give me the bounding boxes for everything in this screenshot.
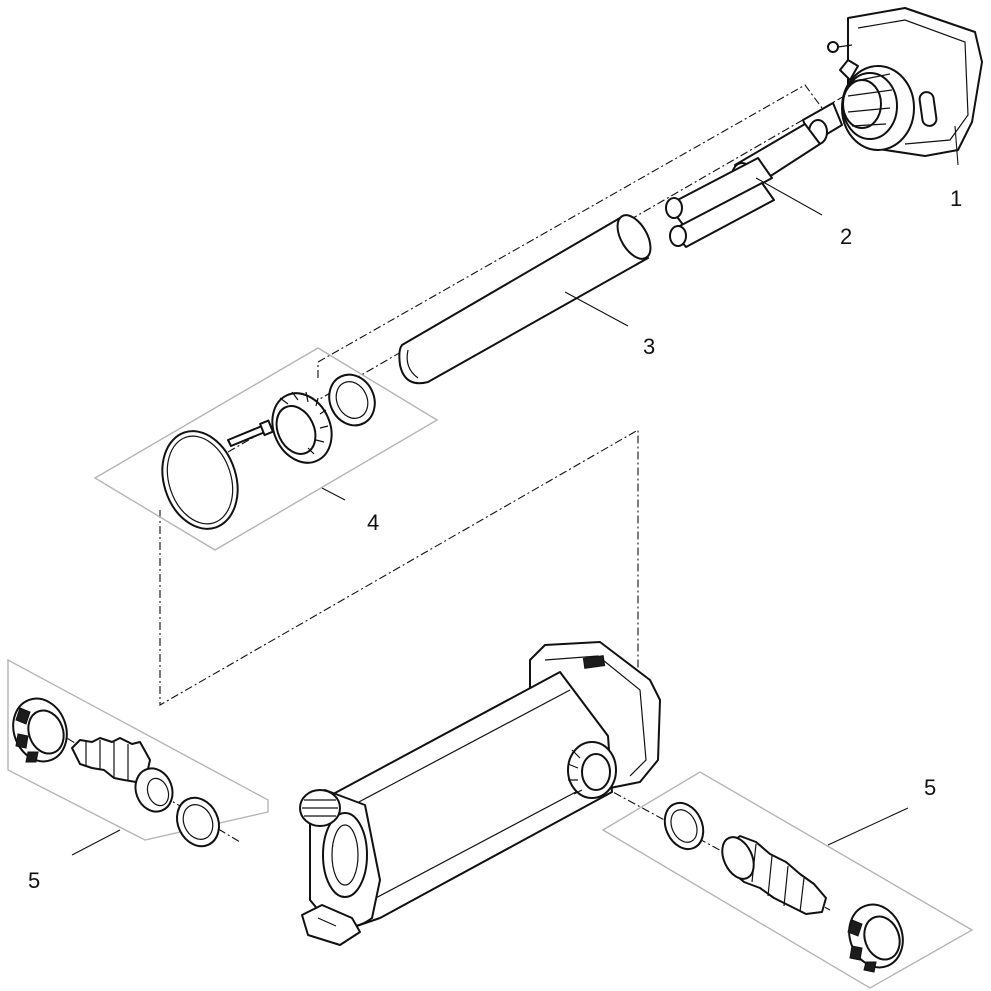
part-1-lamp-head [731, 7, 983, 190]
callout-5-left: 5 [28, 868, 40, 893]
leader-lines [71, 125, 959, 856]
part-3-quartz-tube [398, 214, 652, 385]
callout-2: 2 [840, 224, 852, 249]
callout-5-right: 5 [924, 775, 936, 800]
callout-3: 3 [643, 334, 655, 359]
callout-1: 1 [950, 186, 962, 211]
main-housing [299, 641, 661, 946]
part-5-right-hose-kit [601, 771, 974, 989]
part-4-seal-kit [93, 347, 439, 551]
part-5-left-hose-kit [7, 658, 269, 848]
part-2-uv-lamp [665, 157, 775, 248]
callout-4: 4 [367, 510, 379, 535]
